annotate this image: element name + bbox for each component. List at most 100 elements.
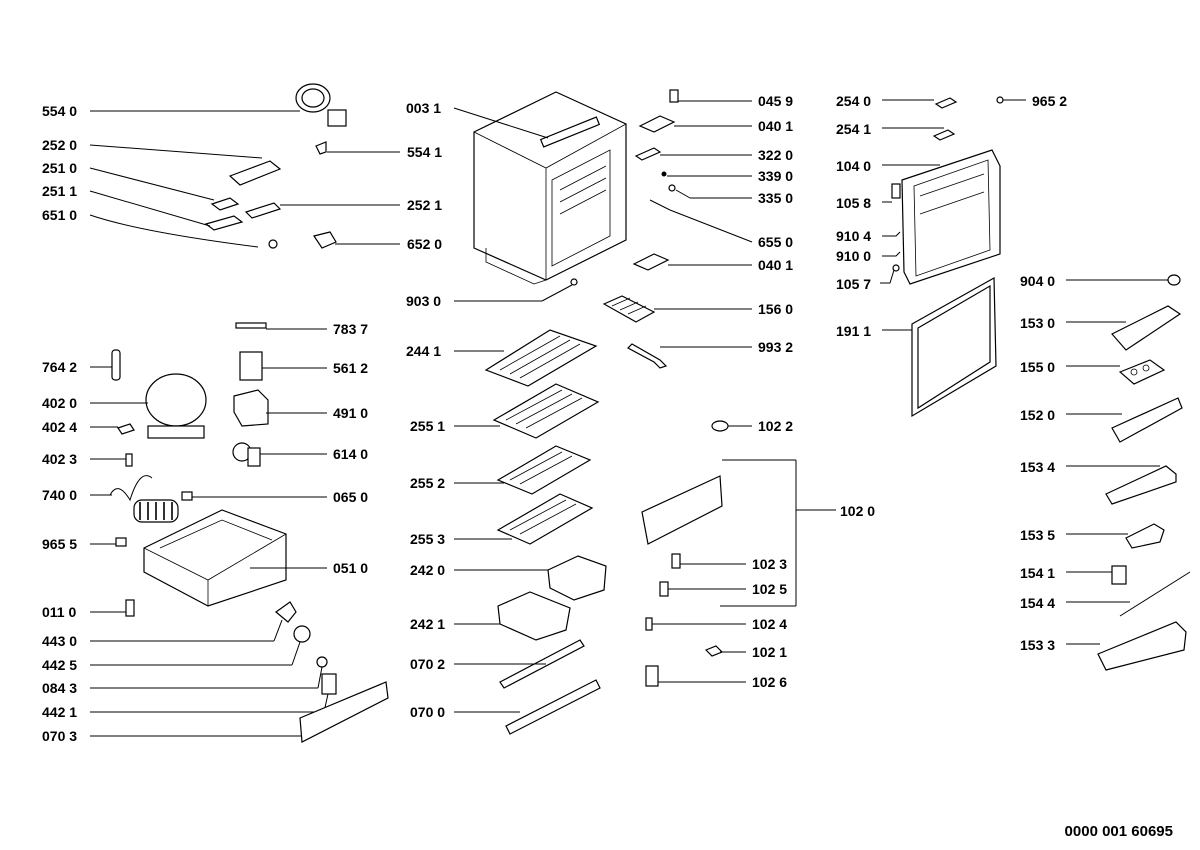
screw-4-leader — [882, 231, 901, 237]
label-152-0: 152 0 — [1020, 407, 1055, 423]
label-084-3: 084 3 — [42, 680, 77, 696]
label-993-2: 993 2 — [758, 339, 793, 355]
ice-tray-part — [602, 295, 656, 323]
label-783-7: 783 7 — [333, 321, 368, 337]
bottle-shelf-part — [1097, 621, 1187, 671]
thermostat-knob-part — [293, 625, 311, 643]
label-155-0: 155 0 — [1020, 359, 1055, 375]
label-154-4: 154 4 — [1020, 595, 1055, 611]
latch-part — [671, 553, 681, 569]
label-652-0: 652 0 — [407, 236, 442, 252]
bushing-part — [668, 184, 676, 192]
door-stop-lower-part — [892, 264, 900, 272]
drawer-part — [547, 555, 607, 601]
label-402-3: 402 3 — [42, 451, 77, 467]
thermostat-part — [232, 442, 261, 467]
label-104-0: 104 0 — [836, 158, 871, 174]
sensor-rod-part — [235, 322, 267, 329]
grille-strip-part — [505, 679, 601, 735]
label-442-5: 442 5 — [42, 657, 77, 673]
label-910-0: 910 0 — [836, 248, 871, 264]
label-153-4: 153 4 — [1020, 459, 1055, 475]
bottle-holder-part — [1111, 565, 1127, 585]
plug-part — [115, 537, 127, 547]
door-shelf-part — [1111, 397, 1183, 443]
label-255-2: 255 2 — [410, 475, 445, 491]
base-tray-part — [143, 509, 287, 607]
wire-part — [649, 199, 671, 211]
label-156-0: 156 0 — [758, 301, 793, 317]
label-655-0: 655 0 — [758, 234, 793, 250]
label-242-0: 242 0 — [410, 562, 445, 578]
label-764-2: 764 2 — [42, 359, 77, 375]
relay-part — [239, 351, 263, 381]
label-442-1: 442 1 — [42, 704, 77, 720]
lamp-grid-part — [204, 215, 244, 231]
label-154-1: 154 1 — [1020, 565, 1055, 581]
label-554-0: 554 0 — [42, 103, 77, 119]
label-251-0: 251 0 — [42, 160, 77, 176]
scraper-part — [627, 343, 668, 369]
label-153-3: 153 3 — [1020, 637, 1055, 653]
washer-part — [316, 656, 328, 668]
compressor-part — [145, 373, 207, 439]
document-number: 0000 001 60695 — [1064, 823, 1173, 840]
label-251-1: 251 1 — [42, 183, 77, 199]
drier-part — [111, 349, 121, 381]
knob-part — [275, 601, 297, 623]
pin-part — [669, 89, 679, 103]
adjustable-foot-part — [125, 599, 135, 617]
glass-shelf-part — [484, 329, 598, 387]
label-105-8: 105 8 — [836, 195, 871, 211]
label-443-0: 443 0 — [42, 633, 77, 649]
label-402-0: 402 0 — [42, 395, 77, 411]
label-255-1: 255 1 — [410, 418, 445, 434]
wire-shelf-3-part — [496, 493, 594, 545]
hinge-bottom-part — [632, 253, 670, 271]
label-965-5: 965 5 — [42, 536, 77, 552]
small-shelf-part — [1125, 523, 1165, 549]
label-904-0: 904 0 — [1020, 273, 1055, 289]
label-254-0: 254 0 — [836, 93, 871, 109]
knob-cap-part — [711, 420, 729, 432]
lamp-housing-part — [228, 160, 282, 186]
label-322-0: 322 0 — [758, 147, 793, 163]
hinge-pin-part — [704, 645, 724, 657]
door-stop-part — [891, 183, 901, 199]
label-102-4: 102 4 — [752, 616, 787, 632]
kick-plate-part — [299, 681, 389, 743]
freezer-door-part — [641, 475, 723, 545]
label-252-0: 252 0 — [42, 137, 77, 153]
label-102-2: 102 2 — [758, 418, 793, 434]
catch-part — [659, 581, 669, 597]
label-102-6: 102 6 — [752, 674, 787, 690]
wire-shelf-2-part — [496, 445, 592, 495]
switch-block-part — [244, 202, 282, 219]
wire-shelf-1-part — [492, 383, 600, 439]
lamp-cover-part — [210, 197, 240, 211]
clip-part — [315, 141, 327, 155]
label-065-0: 065 0 — [333, 489, 368, 505]
label-554-1: 554 1 — [407, 144, 442, 160]
label-051-0: 051 0 — [333, 560, 368, 576]
label-040-1: 040 1 — [758, 118, 793, 134]
screw-part — [661, 171, 667, 177]
label-254-1: 254 1 — [836, 121, 871, 137]
label-040-1-b: 040 1 — [758, 257, 793, 273]
switch-part — [313, 231, 337, 249]
door-gasket-part — [911, 276, 997, 418]
cabinet-part — [473, 91, 627, 285]
label-153-0: 153 0 — [1020, 315, 1055, 331]
label-003-1: 003 1 — [406, 100, 441, 116]
mount-clip-part — [125, 453, 133, 467]
label-102-5: 102 5 — [752, 581, 787, 597]
label-614-0: 614 0 — [333, 446, 368, 462]
egg-tray-part — [1118, 359, 1166, 385]
pivot-part — [645, 617, 653, 631]
screw-0-leader — [882, 251, 901, 257]
label-252-1: 252 1 — [407, 197, 442, 213]
drain-plug-part — [570, 278, 578, 286]
retainer-bar-part — [1119, 571, 1191, 617]
